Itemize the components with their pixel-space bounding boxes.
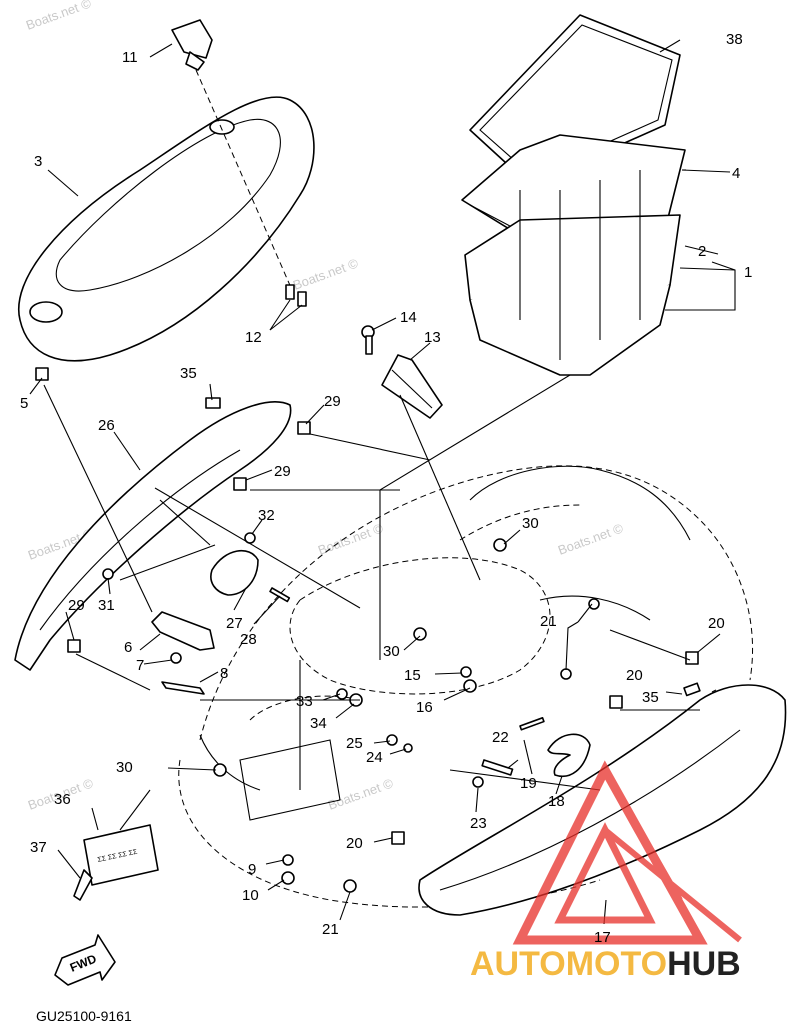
callout-14: 14	[400, 309, 417, 326]
diagram-code: GU25100-9161	[36, 1008, 132, 1024]
callout-36: 36	[54, 791, 71, 808]
callout-32: 32	[258, 507, 275, 524]
small-fasteners	[35, 367, 701, 893]
part-26-rail	[14, 401, 292, 671]
callout-16: 16	[416, 699, 433, 716]
callout-10: 10	[242, 887, 259, 904]
part-6-bracket	[151, 611, 215, 651]
callout-29c: 29	[68, 597, 85, 614]
callout-19: 19	[520, 775, 537, 792]
callout-23: 23	[470, 815, 487, 832]
logo-triangle-strokes	[602, 768, 742, 943]
callout-25: 25	[346, 735, 363, 752]
callout-27: 27	[226, 615, 243, 632]
part-8-plate	[161, 681, 205, 695]
callout-labels: 11 3 38 4 2 1 12 14 13 5 35 29 26 29 32 …	[20, 31, 752, 946]
callout-38: 38	[726, 31, 743, 48]
callout-20b: 20	[626, 667, 643, 684]
callout-22: 22	[492, 729, 509, 746]
leader-lines	[29, 39, 736, 925]
callout-30a: 30	[522, 515, 539, 532]
watermark-text: Boats.net ©	[556, 520, 626, 558]
callout-29a: 29	[324, 393, 341, 410]
callout-24: 24	[366, 749, 383, 766]
callout-4: 4	[732, 165, 740, 182]
assembly-lines	[43, 374, 700, 831]
watermark-text: Boats.net ©	[291, 255, 361, 293]
callout-30b: 30	[383, 643, 400, 660]
part-14-screw	[361, 325, 375, 355]
callout-31: 31	[98, 597, 115, 614]
callout-29b: 29	[274, 463, 291, 480]
automotohub-logo	[512, 760, 742, 945]
part-37-rivet	[73, 869, 93, 901]
callout-3: 3	[34, 153, 42, 170]
callout-35a: 35	[180, 365, 197, 382]
callout-21a: 21	[540, 613, 557, 630]
logo-triangle-inner	[554, 822, 656, 924]
callout-26: 26	[98, 417, 115, 434]
callout-8: 8	[220, 665, 228, 682]
part-27-shield	[210, 549, 259, 596]
callout-20a: 20	[708, 615, 725, 632]
brand-part-1: AUTOMOTO	[470, 945, 667, 983]
part-11-lock	[171, 19, 213, 71]
part-13-bracket	[381, 354, 443, 419]
callout-7: 7	[136, 657, 144, 674]
callout-11: 11	[122, 49, 138, 66]
fwd-arrow-icon: FWD	[54, 934, 116, 986]
callout-37: 37	[30, 839, 47, 856]
callout-6: 6	[124, 639, 132, 656]
callout-13: 13	[424, 329, 441, 346]
watermark-text: Boats.net ©	[24, 0, 94, 33]
callout-17: 17	[594, 929, 611, 946]
callout-33: 33	[296, 693, 313, 710]
part-17-side-panel	[418, 684, 787, 916]
callout-15: 15	[404, 667, 421, 684]
part-12-bolts	[285, 284, 307, 307]
callout-12: 12	[245, 329, 262, 346]
part-3-cover	[17, 96, 315, 362]
callout-35b: 35	[642, 689, 659, 706]
part-36-label: ΣΣ ΣΣ ΣΣ ΣΣ	[83, 824, 159, 886]
callout-30c: 30	[116, 759, 133, 776]
callout-1: 1	[744, 264, 752, 281]
callout-9: 9	[248, 861, 256, 878]
part-18-clip	[547, 733, 591, 777]
part-1-box	[461, 134, 686, 376]
callout-34: 34	[310, 715, 327, 732]
callout-20c: 20	[346, 835, 363, 852]
leader-dashed	[195, 69, 293, 291]
callout-5: 5	[20, 395, 28, 412]
callout-18: 18	[548, 793, 565, 810]
callout-28: 28	[240, 631, 257, 648]
brand-logo-text: AUTOMOTOHUB	[470, 945, 741, 983]
brand-part-2: HUB	[667, 945, 741, 983]
callout-21b: 21	[322, 921, 339, 938]
callout-2: 2	[698, 243, 706, 260]
